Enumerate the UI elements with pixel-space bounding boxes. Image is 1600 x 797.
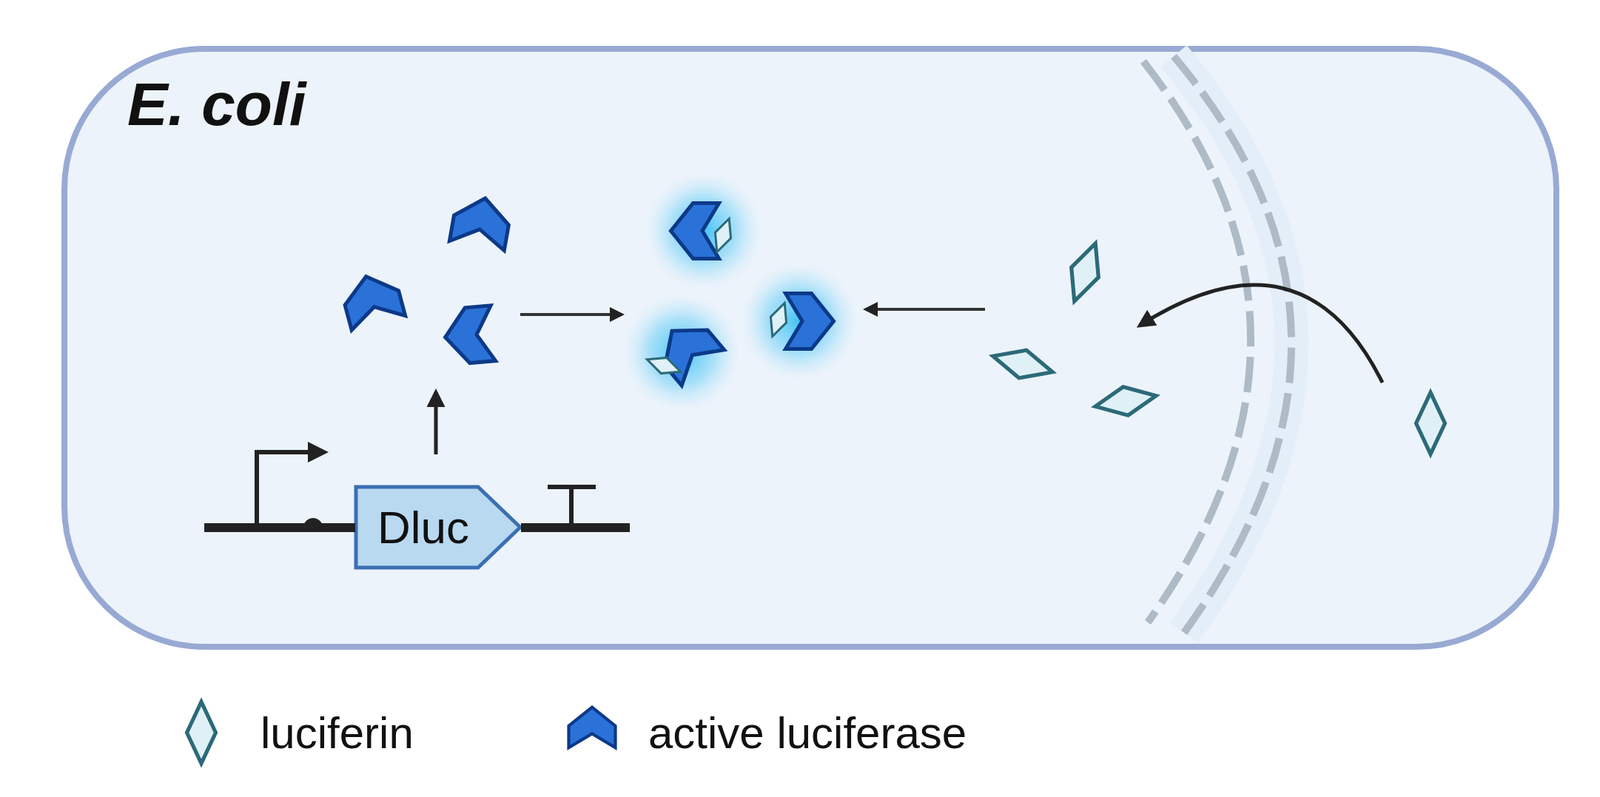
gene-arrow: [355, 486, 521, 568]
cell-outline: E. coliDluc: [61, 45, 1560, 650]
gene-box: Dluc: [353, 484, 523, 570]
legend-label: active luciferase: [648, 708, 967, 758]
legend-swatch: [187, 701, 217, 763]
cell-label: E. coli: [127, 74, 307, 135]
legend-swatch: [569, 707, 616, 749]
legend-label: luciferin: [260, 708, 414, 758]
gene-label: Dluc: [377, 504, 470, 551]
